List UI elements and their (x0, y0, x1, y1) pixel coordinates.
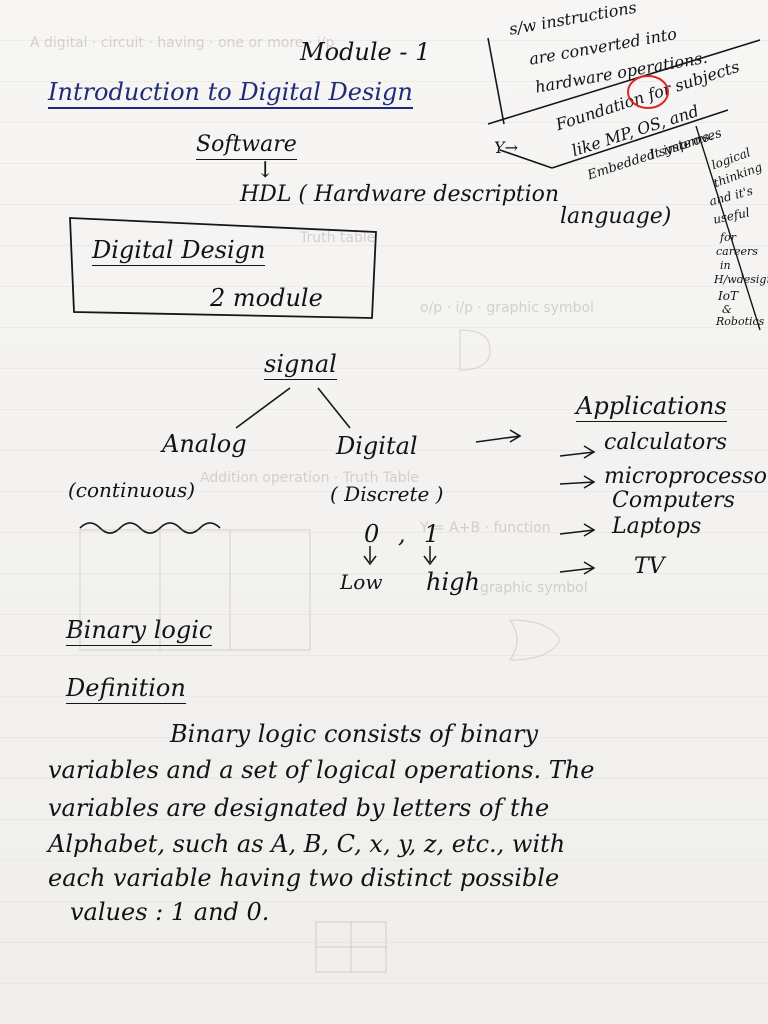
down-arrow-icon: ↓ (256, 158, 275, 183)
definition-line: values : 1 and 0. (70, 898, 270, 926)
tree-branch (235, 387, 291, 429)
bleed-through-text: o/p · i/p · graphic symbol (420, 300, 594, 316)
application-item: Laptops (612, 514, 702, 539)
application-item: microprocessor (604, 464, 768, 489)
bleed-through-text: Addition operation · Truth Table (200, 470, 419, 486)
low-label: Low (340, 570, 383, 594)
bleed-through-text: graphic symbol (480, 580, 588, 596)
right-arrow-icon (559, 523, 596, 537)
application-item: TV (634, 554, 665, 579)
application-item: Computers (612, 488, 735, 513)
zero-label: 0 (364, 520, 380, 548)
software-label: Software (196, 134, 297, 160)
right-arrow-icon (559, 475, 596, 489)
improves-note: useful (711, 205, 751, 227)
bleed-through-text: Y = A+B · function (420, 520, 551, 536)
down-arrow-icon (363, 546, 377, 566)
box-subtitle: 2 module (210, 284, 323, 312)
improves-note: Robotics (716, 315, 765, 328)
definition-line: Alphabet, such as A, B, C, x, y, z, etc.… (48, 830, 566, 858)
y-arrow-mark: Y→ (494, 138, 518, 157)
side-note-line: s/w instructions (507, 0, 639, 39)
analog-sub: (continuous) (68, 478, 196, 502)
definition-line: each variable having two distinct possib… (48, 864, 560, 892)
binary-logic-heading: Binary logic (66, 616, 213, 646)
comma: , (398, 520, 406, 548)
application-item: calculators (604, 430, 728, 455)
side-note-divider (487, 37, 505, 125)
right-arrow-icon (475, 429, 522, 443)
bleed-through-text: Truth table (300, 230, 376, 246)
improves-note: for (720, 231, 736, 244)
analog-wave (79, 522, 221, 534)
box-title: Digital Design (92, 236, 266, 266)
signal-label: signal (264, 350, 337, 380)
applications-heading: Applications (576, 392, 727, 422)
improves-note: IoT (718, 289, 738, 303)
improves-note: H/wdesign (714, 273, 768, 286)
down-arrow-icon (423, 546, 437, 566)
analog-label: Analog (162, 430, 247, 458)
bleed-through-text: A digital · circuit · having · one or mo… (30, 35, 335, 51)
digital-label: Digital (336, 432, 418, 460)
improves-note: in (720, 259, 731, 272)
page-title: Introduction to Digital Design (48, 80, 413, 109)
high-label: high (426, 568, 480, 596)
hdl-line: language) (560, 204, 672, 229)
module-label: Module - 1 (300, 38, 431, 66)
definition-line: Binary logic consists of binary (170, 720, 539, 748)
hdl-line: HDL ( Hardware description (240, 182, 560, 207)
improves-note: & (722, 303, 732, 316)
improves-note: careers (716, 245, 758, 258)
digital-sub: ( Discrete ) (330, 482, 444, 506)
definition-heading: Definition (66, 674, 186, 704)
definition-line: variables are designated by letters of t… (48, 794, 550, 822)
definition-line: variables and a set of logical operation… (48, 756, 595, 784)
tree-branch (317, 387, 351, 429)
right-arrow-icon (559, 561, 596, 575)
one-label: 1 (424, 520, 440, 548)
right-arrow-icon (559, 445, 596, 459)
